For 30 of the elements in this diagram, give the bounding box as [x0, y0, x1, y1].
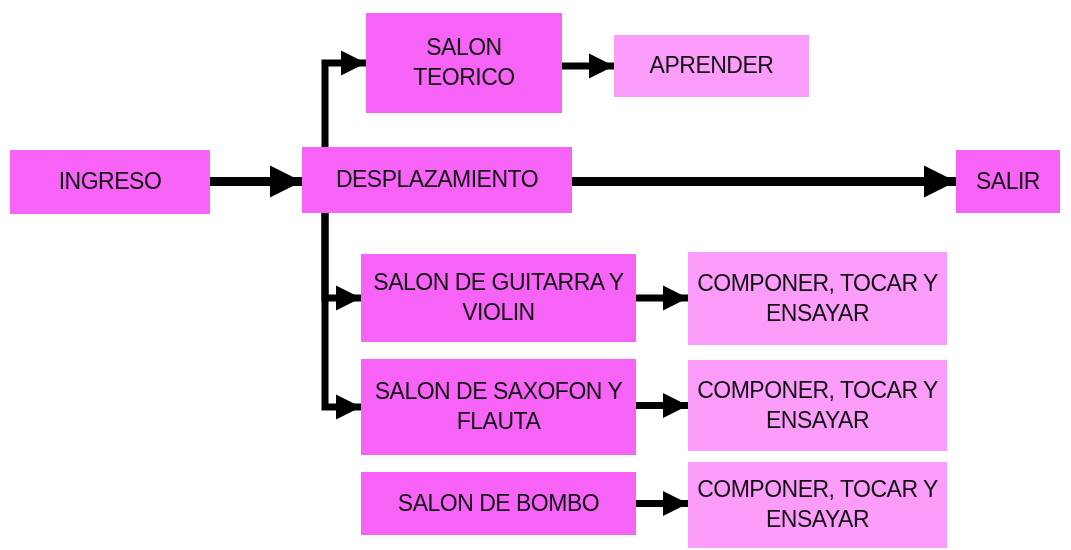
node-label: SALON DE BOMBO — [397, 488, 600, 518]
arrow — [321, 50, 366, 147]
node-label: COMPONER, TOCAR Y ENSAYAR — [696, 375, 939, 435]
process-box — [361, 472, 636, 535]
node-label: SALIR — [976, 166, 1040, 196]
process-box — [688, 462, 947, 548]
process-box — [10, 150, 210, 214]
arrow — [636, 392, 688, 419]
node-label: INGRESO — [58, 167, 162, 197]
arrow — [572, 165, 956, 198]
process-box — [361, 254, 636, 342]
arrow — [636, 490, 688, 517]
process-box — [361, 359, 636, 455]
node-label: COMPONER, TOCAR Y ENSAYAR — [696, 475, 939, 534]
node-label: SALON DE GUITARRA Y VIOLIN — [372, 268, 625, 327]
arrow — [562, 53, 614, 79]
process-box — [614, 35, 809, 97]
process-box — [688, 252, 947, 345]
process-box — [366, 13, 562, 113]
arrow — [210, 165, 302, 198]
arrow — [321, 213, 361, 420]
node-label: SALON TEORICO — [412, 33, 516, 92]
node-label: SALON DE SAXOFON Y FLAUTA — [373, 377, 624, 436]
node-label: DESPLAZAMIENTO — [335, 165, 539, 195]
node-label: APRENDER — [649, 51, 774, 81]
process-box — [302, 147, 572, 213]
node-label: COMPONER, TOCAR Y ENSAYAR — [696, 268, 939, 328]
arrow — [636, 285, 688, 311]
process-box — [688, 360, 947, 451]
process-box — [956, 150, 1060, 213]
